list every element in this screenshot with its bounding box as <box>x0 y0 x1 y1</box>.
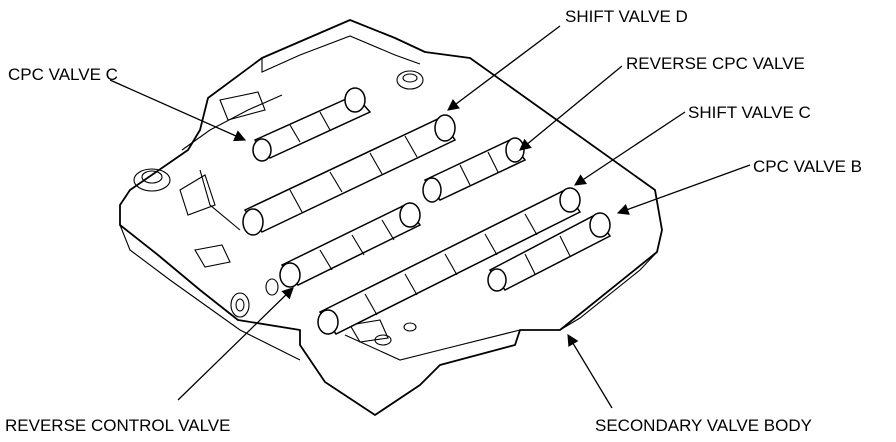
leader-secondary-valve-body <box>567 333 613 409</box>
label-shift-valve-d: SHIFT VALVE D <box>565 7 688 26</box>
reverse-cpc-valve-spool <box>422 137 527 203</box>
label-cpc-valve-c: CPC VALVE C <box>8 65 118 84</box>
shift-valve-d-spool <box>242 114 457 236</box>
leader-lines <box>109 25 751 409</box>
leader-reverse-cpc-valve <box>519 65 623 151</box>
label-reverse-control-valve: REVERSE CONTROL VALVE <box>5 416 230 435</box>
label-shift-valve-c: SHIFT VALVE C <box>688 103 811 122</box>
leader-shift-valve-d <box>447 25 561 111</box>
leader-reverse-control-valve <box>177 287 294 401</box>
label-reverse-cpc-valve: REVERSE CPC VALVE <box>626 54 805 73</box>
leader-shift-valve-c <box>574 111 686 186</box>
leader-cpc-valve-c <box>109 79 247 142</box>
label-cpc-valve-b: CPC VALVE B <box>753 157 862 176</box>
reverse-control-valve-spool <box>265 202 422 296</box>
label-secondary-valve-body: SECONDARY VALVE BODY <box>595 416 812 435</box>
leader-cpc-valve-b <box>616 164 751 215</box>
cpc-valve-c-spool <box>252 87 372 162</box>
shift-valve-c-spool <box>317 187 582 335</box>
cpc-valve-b-spool <box>487 212 612 292</box>
